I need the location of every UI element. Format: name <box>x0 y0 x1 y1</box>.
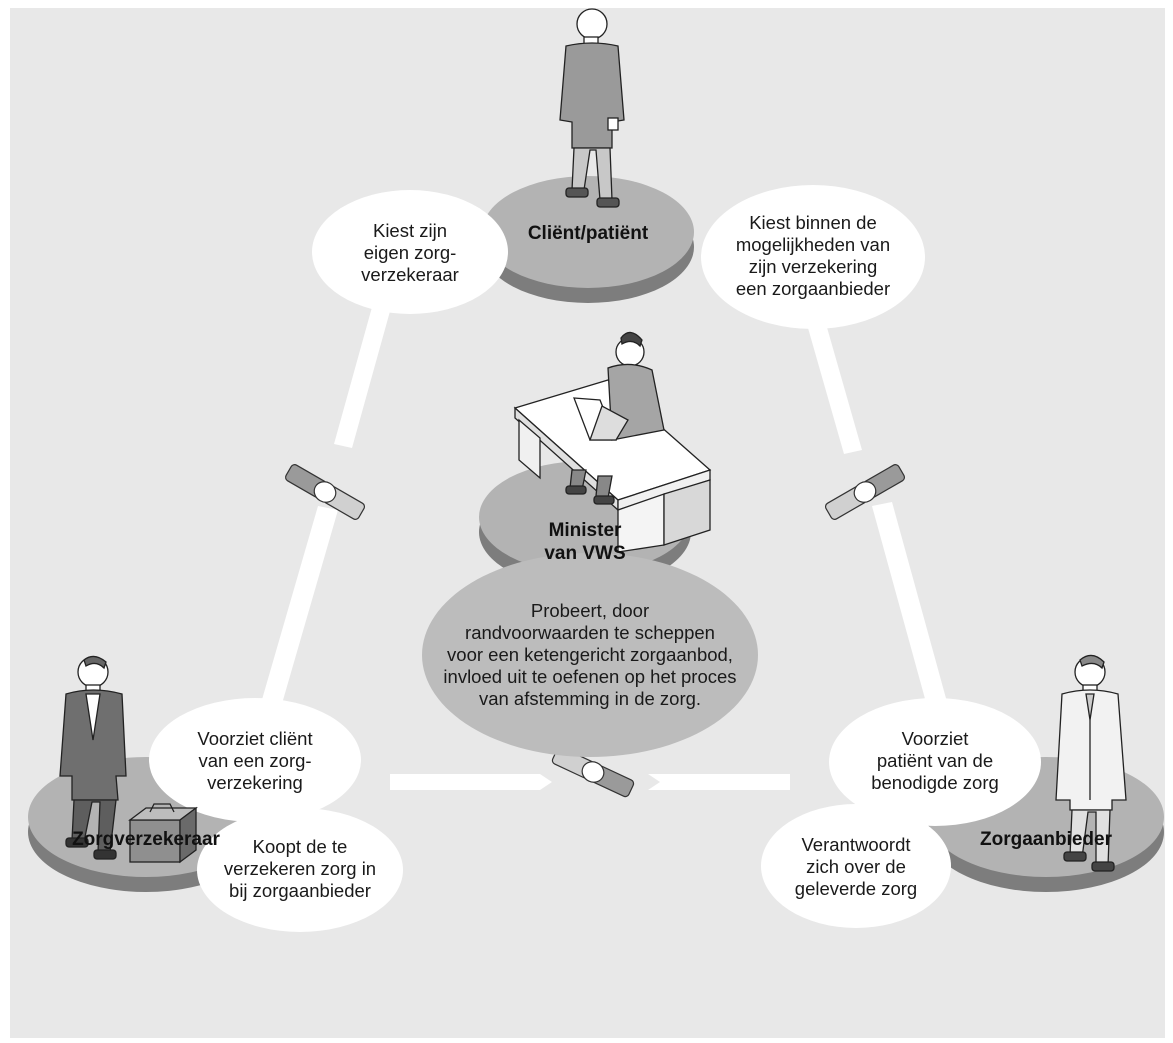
bubble-client-insurer-text: Kiest zijn eigen zorg- verzekeraar <box>361 220 459 285</box>
bubble-insurer-client <box>149 698 361 822</box>
person-insurer-icon <box>59 655 127 860</box>
bubble-insurer-provider-text: Koopt de te verzekeren zorg in bij zorga… <box>223 836 377 901</box>
bubble-provider-insurer-text: Verantwoordt zich over de geleverde zorg <box>794 834 918 899</box>
provider-role-label: Zorgaanbieder <box>980 829 1112 850</box>
bubble-insurer-client-text: Voorziet cliënt van een zorg- verzekerin… <box>197 728 313 793</box>
arrow-client-provider-upper <box>800 296 862 454</box>
handshake-icon <box>824 464 906 520</box>
person-client-icon <box>559 8 625 208</box>
minister-role-label: Minister van VWS <box>544 520 626 564</box>
bubble-insurer-provider <box>197 808 403 932</box>
insurer-role-label: Zorgverzekeraar <box>72 829 220 850</box>
arrow-insurer-provider-left <box>390 774 552 790</box>
person-minister-icon <box>565 331 665 505</box>
arrow-client-insurer-lower <box>248 506 338 752</box>
bubble-provider-client-text: Voorziet patiënt van de benodigde zorg <box>871 728 999 793</box>
arrow-client-insurer-upper <box>334 300 392 448</box>
client-disc <box>482 176 694 303</box>
client-role-label: Cliënt/patiënt <box>527 223 649 244</box>
bubble-client-insurer <box>312 190 508 314</box>
arrow-insurer-provider-right <box>648 774 790 790</box>
bubble-client-provider <box>701 185 925 329</box>
desk-icon <box>513 379 712 553</box>
bubble-provider-insurer <box>761 804 951 928</box>
bubble-provider-client <box>829 698 1041 826</box>
minister-description-ellipse <box>422 553 758 757</box>
bubbles <box>149 185 1041 932</box>
handshake-icon <box>284 464 366 520</box>
person-provider-icon <box>1055 654 1127 872</box>
arrows <box>248 296 958 790</box>
arrow-client-provider-lower <box>872 502 958 746</box>
briefcase-icon <box>128 803 198 864</box>
minister-description-text: Probeert, door randvoorwaarden te schepp… <box>443 600 737 709</box>
bubble-client-provider-text: Kiest binnen de mogelijkheden van zijn v… <box>735 212 891 299</box>
